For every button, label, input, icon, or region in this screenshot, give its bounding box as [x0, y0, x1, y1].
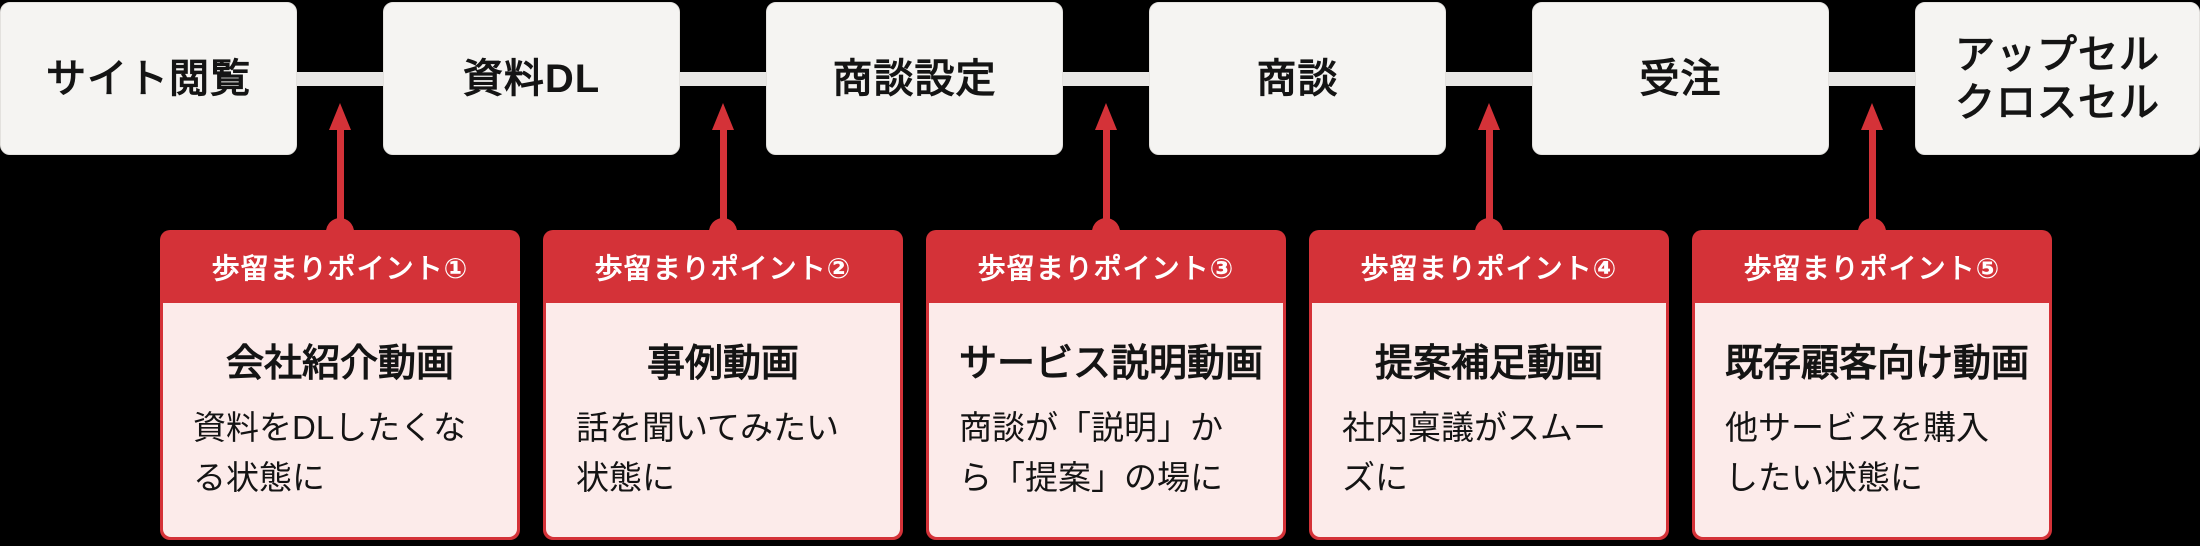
- stage-label: 受注: [1639, 56, 1722, 101]
- card-body: 既存顧客向け動画 他サービスを購入 したい状態に: [1695, 303, 2049, 537]
- card-description: 商談が「説明」か ら「提案」の場に: [959, 409, 1223, 496]
- card-description: 社内稟議がスムー ズに: [1342, 409, 1606, 496]
- stage-label: アップセル クロスセル: [1955, 32, 2160, 125]
- card-title: 既存顧客向け動画: [1725, 343, 2030, 385]
- card-description: 話を聞いてみたい 状態に: [576, 409, 840, 496]
- retention-point-card-1: 歩留まりポイント① 会社紹介動画 資料をDLしたくな る状態に: [160, 230, 520, 540]
- arrow-head: [1478, 103, 1500, 130]
- arrow-shaft: [1485, 125, 1493, 231]
- up-arrow-icon: [709, 103, 737, 246]
- retention-point-card-5: 歩留まりポイント⑤ 既存顧客向け動画 他サービスを購入 したい状態に: [1692, 230, 2052, 540]
- up-arrow-icon: [1092, 103, 1120, 246]
- card-badge: 歩留まりポイント⑤: [1743, 252, 2001, 284]
- card-title: 提案補足動画: [1374, 343, 1603, 385]
- arrow-head: [1095, 103, 1117, 130]
- card-body: 提案補足動画 社内稟議がスムー ズに: [1312, 303, 1666, 537]
- arrow-head: [712, 103, 734, 130]
- card-badge: 歩留まりポイント②: [594, 252, 852, 284]
- stage-connector: [1063, 72, 1149, 86]
- arrow-shaft: [1102, 125, 1110, 231]
- stage-box-order: 受注: [1532, 2, 1829, 155]
- stage-label: サイト閲覧: [46, 56, 251, 101]
- card-badge: 歩留まりポイント④: [1360, 252, 1618, 284]
- card-body: 事例動画 話を聞いてみたい 状態に: [546, 303, 900, 537]
- retention-point-card-2: 歩留まりポイント② 事例動画 話を聞いてみたい 状態に: [543, 230, 903, 540]
- card-header: 歩留まりポイント③: [926, 230, 1286, 303]
- arrow-shaft: [336, 125, 344, 231]
- stage-label: 商談: [1256, 56, 1339, 101]
- card-description: 資料をDLしたくな る状態に: [193, 409, 467, 496]
- card-body: サービス説明動画 商談が「説明」か ら「提案」の場に: [929, 303, 1283, 537]
- arrow-shaft: [1868, 125, 1876, 231]
- stage-box-document-dl: 資料DL: [383, 2, 680, 155]
- card-body: 会社紹介動画 資料をDLしたくな る状態に: [163, 303, 517, 537]
- stage-connector: [680, 72, 766, 86]
- card-title: サービス説明動画: [959, 343, 1264, 385]
- up-arrow-icon: [326, 103, 354, 246]
- stage-connector: [297, 72, 383, 86]
- card-header: 歩留まりポイント④: [1309, 230, 1669, 303]
- stage-box-meeting: 商談: [1149, 2, 1446, 155]
- arrow-head: [329, 103, 351, 130]
- card-header: 歩留まりポイント②: [543, 230, 903, 303]
- card-title: 会社紹介動画: [225, 343, 454, 385]
- stage-connector: [1829, 72, 1915, 86]
- card-title: 事例動画: [646, 343, 799, 385]
- up-arrow-icon: [1858, 103, 1886, 246]
- stage-connector: [1446, 72, 1532, 86]
- card-header: 歩留まりポイント⑤: [1692, 230, 2052, 303]
- stage-label: 資料DL: [462, 56, 601, 101]
- stage-box-upsell-crosssell: アップセル クロスセル: [1915, 2, 2200, 155]
- card-badge: 歩留まりポイント③: [977, 252, 1235, 284]
- card-header: 歩留まりポイント①: [160, 230, 520, 303]
- card-description: 他サービスを購入 したい状態に: [1725, 409, 1989, 496]
- stage-label: 商談設定: [832, 56, 997, 101]
- retention-point-card-3: 歩留まりポイント③ サービス説明動画 商談が「説明」か ら「提案」の場に: [926, 230, 1286, 540]
- card-badge: 歩留まりポイント①: [211, 252, 469, 284]
- stage-box-site-view: サイト閲覧: [0, 2, 297, 155]
- up-arrow-icon: [1475, 103, 1503, 246]
- arrow-head: [1861, 103, 1883, 130]
- arrow-shaft: [719, 125, 727, 231]
- retention-point-card-4: 歩留まりポイント④ 提案補足動画 社内稟議がスムー ズに: [1309, 230, 1669, 540]
- stage-box-meeting-setup: 商談設定: [766, 2, 1063, 155]
